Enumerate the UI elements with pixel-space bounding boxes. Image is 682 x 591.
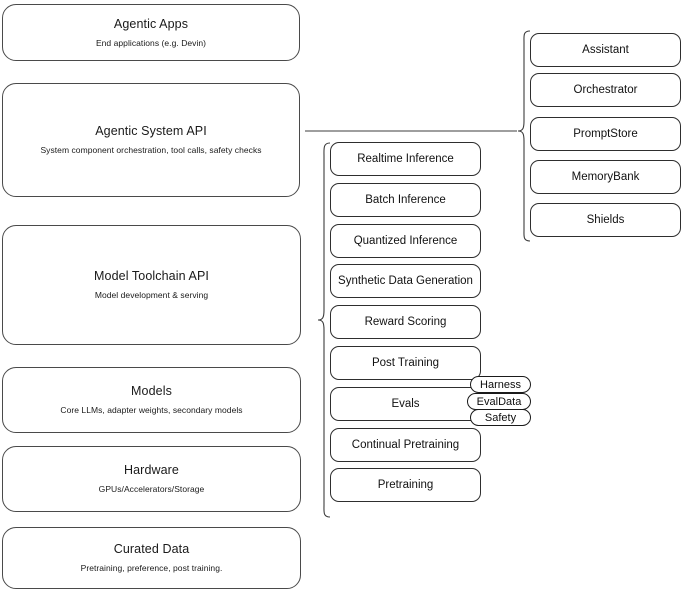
system-components-brace: [517, 30, 531, 242]
layer-subtitle: GPUs/Accelerators/Storage: [98, 484, 205, 494]
system-component-orchestrator[interactable]: Orchestrator: [530, 73, 681, 107]
layer-title: Models: [131, 384, 172, 399]
layer-subtitle: Model development & serving: [94, 290, 209, 300]
eval-tag-evaldata[interactable]: EvalData: [467, 393, 531, 410]
layer-subtitle: Core LLMs, adapter weights, secondary mo…: [60, 405, 243, 415]
system-component-memorybank[interactable]: MemoryBank: [530, 160, 681, 194]
layer-title: Hardware: [124, 463, 179, 478]
system-component-shields[interactable]: Shields: [530, 203, 681, 237]
layer-models[interactable]: Models Core LLMs, adapter weights, secon…: [2, 367, 301, 433]
system-component-promptstore[interactable]: PromptStore: [530, 117, 681, 151]
layer-title: Agentic Apps: [113, 16, 189, 31]
layer-curated-data[interactable]: Curated Data Pretraining, preference, po…: [2, 527, 301, 589]
layer-title: Agentic System API: [95, 124, 207, 139]
layer-title: Curated Data: [113, 542, 190, 557]
toolchain-evals[interactable]: Evals: [330, 387, 481, 421]
toolchain-quantized-inference[interactable]: Quantized Inference: [330, 224, 481, 258]
toolchain-continual-pretraining[interactable]: Continual Pretraining: [330, 428, 481, 462]
eval-tag-harness[interactable]: Harness: [470, 376, 531, 393]
layer-model-toolchain-api[interactable]: Model Toolchain API Model development & …: [2, 225, 301, 345]
layer-subtitle: Pretraining, preference, post training.: [80, 563, 223, 573]
toolchain-post-training[interactable]: Post Training: [330, 346, 481, 380]
layer-agentic-system-api[interactable]: Agentic System API System component orch…: [2, 83, 300, 197]
layer-agentic-apps[interactable]: Agentic Apps End applications (e.g. Devi…: [2, 4, 300, 61]
toolchain-components-brace: [317, 142, 331, 518]
layer-subtitle: System component orchestration, tool cal…: [40, 145, 262, 155]
toolchain-synthetic-data-generation[interactable]: Synthetic Data Generation: [330, 264, 481, 298]
layer-subtitle: End applications (e.g. Devin): [95, 37, 207, 48]
toolchain-realtime-inference[interactable]: Realtime Inference: [330, 142, 481, 176]
toolchain-batch-inference[interactable]: Batch Inference: [330, 183, 481, 217]
system-component-assistant[interactable]: Assistant: [530, 33, 681, 67]
layer-title: Model Toolchain API: [94, 269, 209, 284]
layer-hardware[interactable]: Hardware GPUs/Accelerators/Storage: [2, 446, 301, 512]
toolchain-pretraining[interactable]: Pretraining: [330, 468, 481, 502]
toolchain-reward-scoring[interactable]: Reward Scoring: [330, 305, 481, 339]
eval-tag-safety[interactable]: Safety: [470, 409, 531, 426]
